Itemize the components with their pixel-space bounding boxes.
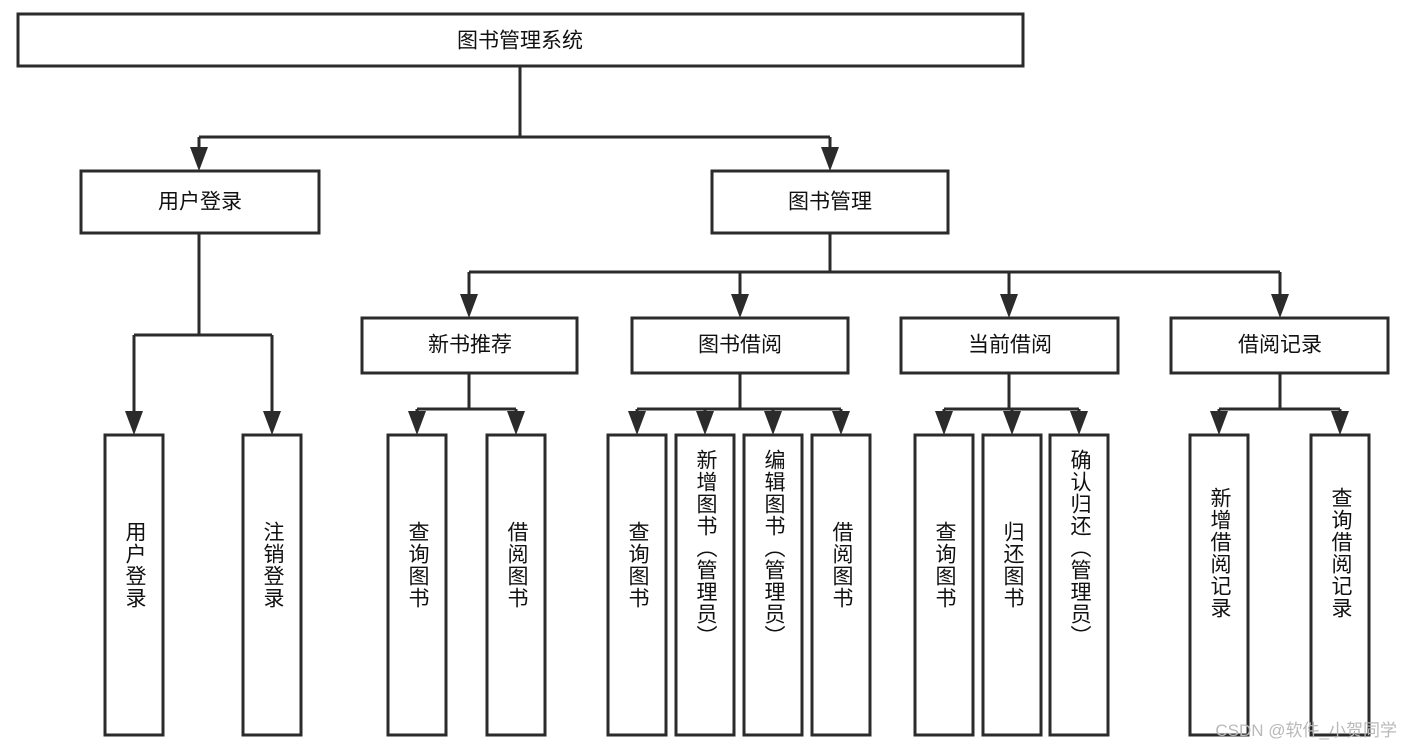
- node-new-book-recommend-label: 新书推荐: [428, 334, 512, 357]
- leaf-box-cb-return-book[interactable]: [981, 433, 1043, 737]
- node-user-login-label: 用户登录: [158, 191, 242, 214]
- arrowhead-new-book-recommend: [460, 294, 478, 318]
- arrowhead-leaf-bb-borrow-book: [832, 411, 850, 435]
- arrowhead-leaf-nbr-borrow-book: [507, 411, 525, 435]
- leaf-box-bb-query-book[interactable]: [606, 433, 668, 737]
- arrowhead-book-borrow: [731, 294, 749, 318]
- arrowhead-user-login: [190, 147, 208, 171]
- arrowhead-current-borrow: [1000, 294, 1018, 318]
- node-book-manage-box[interactable]: [710, 169, 950, 235]
- csdn-watermark: CSDN @软件_小贺同学: [1215, 721, 1397, 740]
- node-root[interactable]: 图书管理系统: [16, 12, 1025, 68]
- node-new-book-recommend[interactable]: 新书推荐: [360, 316, 579, 375]
- leaf-box-user-logout[interactable]: [241, 433, 303, 737]
- node-current-borrow[interactable]: 当前借阅: [899, 316, 1120, 375]
- leaf-box-br-query-record[interactable]: [1309, 433, 1371, 737]
- leaf-box-user-login[interactable]: [103, 433, 165, 737]
- leaf-box-br-add-record[interactable]: [1188, 433, 1250, 737]
- node-user-login-box[interactable]: [79, 169, 321, 235]
- leaf-box-bb-edit-book[interactable]: [742, 433, 804, 737]
- arrowhead-leaf-cb-query-book: [935, 411, 953, 435]
- arrowhead-leaf-user-logout: [263, 411, 281, 435]
- node-book-borrow[interactable]: 图书借阅: [630, 316, 850, 375]
- arrowhead-borrow-record: [1271, 294, 1289, 318]
- node-new-book-recommend-box[interactable]: [360, 316, 579, 375]
- connector-layer: [125, 66, 1349, 435]
- node-root-label: 图书管理系统: [457, 30, 583, 53]
- arrowhead-leaf-cb-confirm-return: [1070, 411, 1088, 435]
- node-user-login[interactable]: 用户登录: [79, 169, 321, 235]
- arrowhead-book-manage: [821, 147, 839, 171]
- leaf-box-bb-add-book[interactable]: [674, 433, 736, 737]
- leaf-box-cb-confirm-return[interactable]: [1048, 433, 1110, 737]
- node-book-borrow-box[interactable]: [630, 316, 850, 375]
- leaf-box-nbr-query-book[interactable]: [386, 433, 448, 737]
- node-borrow-record-label: 借阅记录: [1238, 334, 1322, 357]
- leaf-box-cb-query-book[interactable]: [913, 433, 975, 737]
- node-book-borrow-label: 图书借阅: [698, 334, 782, 357]
- node-borrow-record[interactable]: 借阅记录: [1169, 316, 1390, 375]
- leaf-box-layer: [103, 433, 1371, 737]
- arrowhead-leaf-bb-query-book: [628, 411, 646, 435]
- arrowhead-leaf-user-login: [125, 411, 143, 435]
- arrowhead-leaf-cb-return-book: [1003, 411, 1021, 435]
- node-book-manage[interactable]: 图书管理: [710, 169, 950, 235]
- arrowhead-leaf-bb-add-book: [696, 411, 714, 435]
- leaf-box-nbr-borrow-book[interactable]: [485, 433, 547, 737]
- node-current-borrow-box[interactable]: [899, 316, 1120, 375]
- node-borrow-record-box[interactable]: [1169, 316, 1390, 375]
- node-current-borrow-label: 当前借阅: [968, 334, 1052, 357]
- arrowhead-leaf-nbr-query-book: [408, 411, 426, 435]
- arrowhead-leaf-bb-edit-book: [764, 411, 782, 435]
- leaf-box-bb-borrow-book[interactable]: [810, 433, 872, 737]
- node-book-manage-label: 图书管理: [788, 191, 872, 214]
- node-root-box[interactable]: [16, 12, 1025, 68]
- arrowhead-leaf-br-add-record: [1210, 411, 1228, 435]
- arrowhead-leaf-br-query-record: [1331, 411, 1349, 435]
